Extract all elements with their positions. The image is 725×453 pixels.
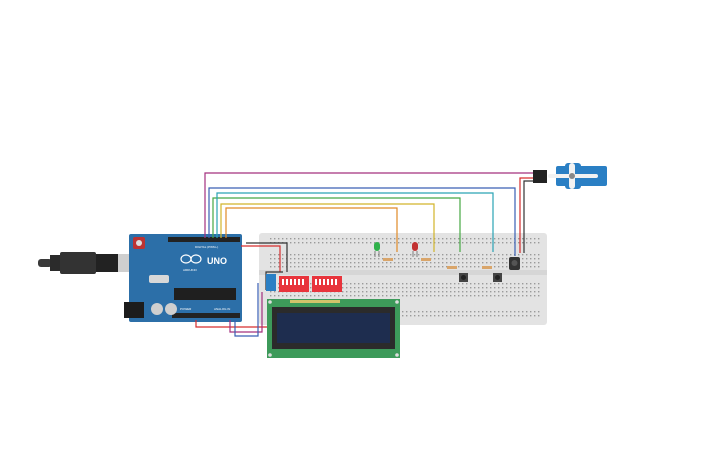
push-button-icon[interactable] — [493, 273, 502, 282]
wire-teal — [216, 192, 494, 252]
wire-green — [212, 197, 461, 252]
arduino-uno-board[interactable]: UNO ARDUINO DIGITAL (PWM~) POWER ANALOG … — [124, 234, 242, 322]
potentiometer-icon[interactable] — [509, 257, 520, 270]
wire-black-servo — [523, 180, 534, 253]
led-icon[interactable] — [374, 242, 380, 257]
wire-purple-lcd — [229, 292, 263, 333]
wire-orange — [225, 207, 398, 252]
dip-switch-icon[interactable] — [312, 276, 342, 292]
wire-yellow — [220, 203, 435, 252]
usb-cable-icon[interactable] — [38, 252, 130, 274]
arduino-header-label: DIGITAL (PWM~) — [195, 245, 218, 249]
lcd-16x2-icon[interactable] — [267, 299, 400, 358]
arduino-brand-label: ARDUINO — [183, 268, 198, 272]
infinity-logo-icon — [180, 254, 202, 264]
micro-servo-icon[interactable] — [533, 163, 607, 189]
wire-red-servo — [519, 177, 534, 253]
resistor-icon — [383, 258, 492, 269]
wire-purple — [204, 172, 535, 238]
arduino-analog-label: ANALOG IN — [214, 307, 230, 311]
wire-blue — [208, 187, 516, 256]
arduino-model-label: UNO — [207, 256, 227, 266]
wire-blue-lcd — [234, 283, 259, 337]
wire-red-5v — [241, 245, 281, 272]
wire-black-gnd — [246, 242, 288, 272]
arduino-power-label: POWER — [180, 307, 192, 311]
led-icon[interactable] — [412, 242, 418, 257]
push-button-icon[interactable] — [459, 273, 468, 282]
dip-switch-icon[interactable] — [279, 276, 309, 292]
dip-switch-icon[interactable] — [266, 274, 276, 291]
